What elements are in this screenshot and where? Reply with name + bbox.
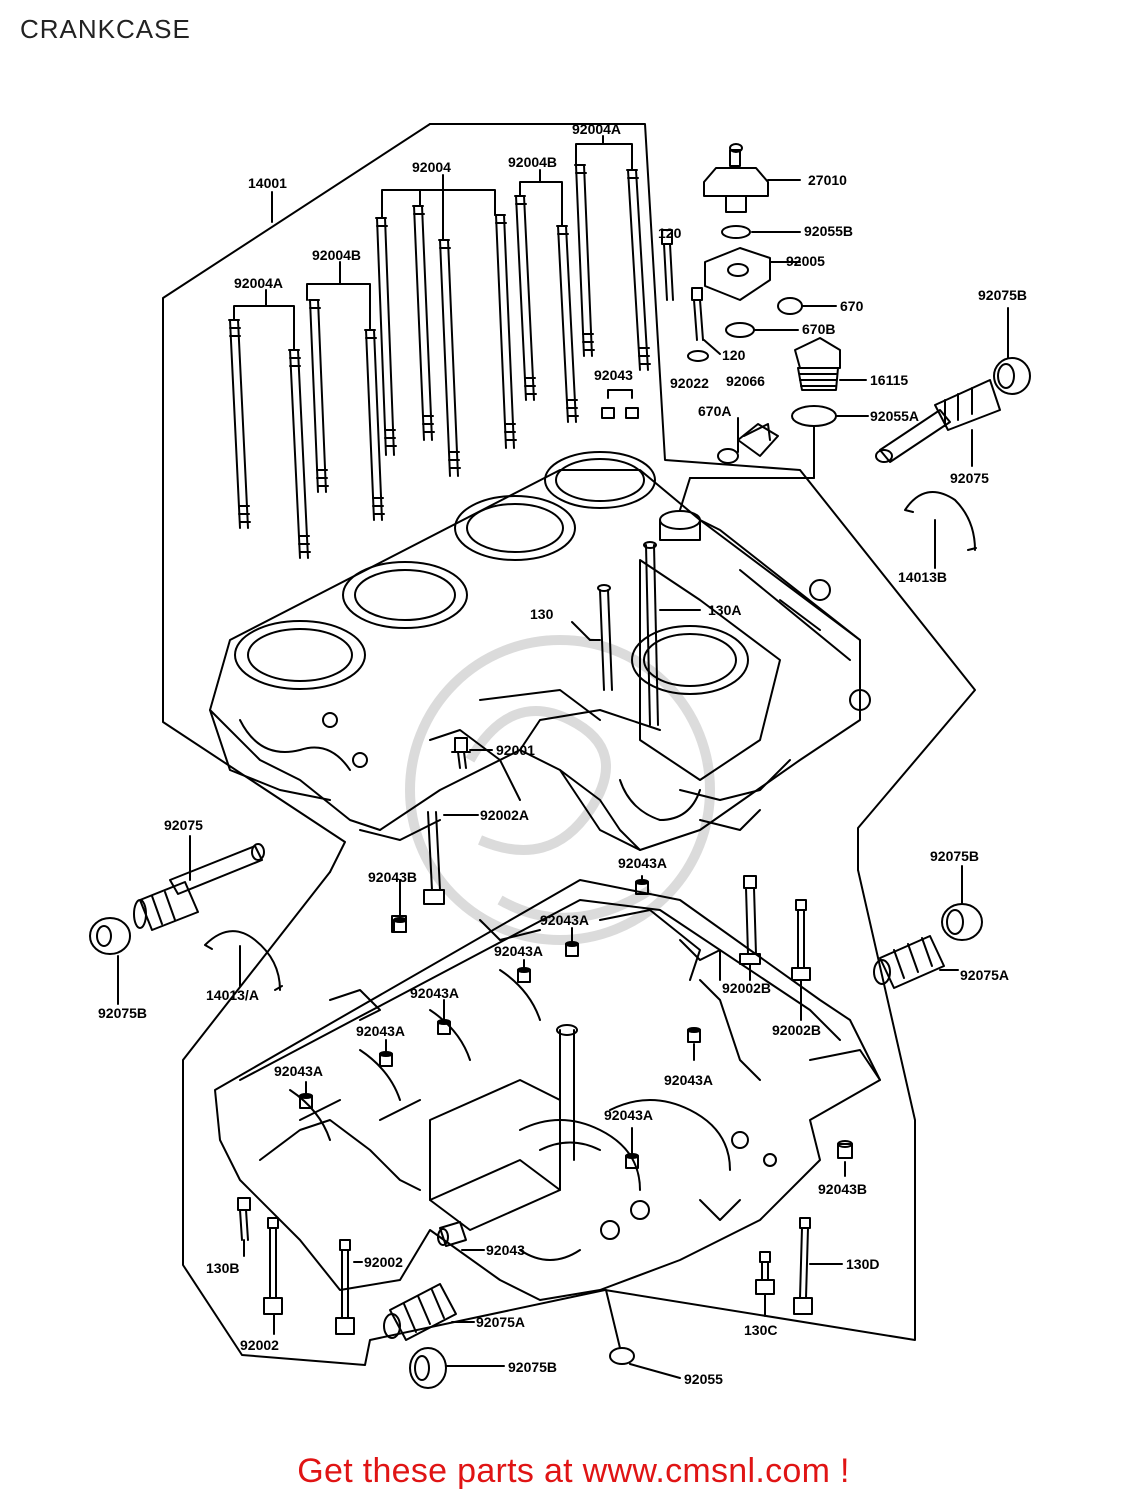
upper-case-boundary-left	[162, 123, 431, 873]
roller-92075B-left	[89, 917, 131, 1005]
label-92066: 92066	[726, 373, 765, 389]
label-92075B: 92075B	[978, 287, 1027, 303]
shaft-92075-top	[875, 379, 1001, 467]
label-92043: 92043	[594, 367, 633, 383]
label-92001: 92001	[496, 742, 535, 758]
page-title: CRANKCASE	[20, 14, 191, 44]
label-92043A: 92043A	[274, 1063, 323, 1079]
label-92002: 92002	[240, 1337, 279, 1353]
label-92004B: 92004B	[312, 247, 361, 263]
label-130: 130	[530, 606, 554, 622]
dowel-92043-bottom	[437, 1221, 485, 1251]
label-92043A: 92043A	[540, 912, 589, 928]
roller-92075B-right	[941, 865, 983, 941]
watermark-logo	[405, 635, 715, 945]
label-670B: 670B	[802, 321, 835, 337]
label-92043: 92043	[486, 1242, 525, 1258]
bolt-130D	[793, 1217, 843, 1315]
label-92043A: 92043A	[410, 985, 459, 1001]
clip-14013B	[904, 491, 977, 551]
label-14001: 14001	[248, 175, 287, 191]
label-92055: 92055	[684, 1371, 723, 1387]
gear-92075A-right	[873, 935, 959, 989]
part-labels: 14001 92004 92004B 92004A 92004B 92004A …	[98, 121, 1027, 1387]
bolts-92002B	[739, 875, 811, 1021]
crankcase-exploded-diagram: 14001 92004 92004B 92004A 92004B 92004A …	[89, 121, 1031, 1389]
label-92055A: 92055A	[870, 408, 919, 424]
label-92075B: 92075B	[508, 1359, 557, 1375]
label-92005: 92005	[786, 253, 825, 269]
label-92043B: 92043B	[368, 869, 417, 885]
label-92075A: 92075A	[476, 1314, 525, 1330]
shaft-92075-left	[133, 835, 265, 931]
bolt-92002-left	[263, 1217, 283, 1335]
upper-crankcase-body	[209, 451, 871, 851]
label-92055B: 92055B	[804, 223, 853, 239]
label-16115: 16115	[870, 372, 908, 388]
washer-92055	[609, 1347, 681, 1379]
label-92075B: 92075B	[98, 1005, 147, 1021]
label-92043A: 92043A	[356, 1023, 405, 1039]
label-120: 120	[658, 225, 682, 241]
label-130B: 130B	[206, 1260, 239, 1276]
label-92022: 92022	[670, 375, 709, 391]
bolt-130B	[237, 1197, 251, 1257]
lower-case-boundary	[182, 869, 916, 1366]
label-130D: 130D	[846, 1256, 879, 1272]
oil-filler-cap-16115	[794, 337, 867, 391]
label-92043B: 92043B	[818, 1181, 867, 1197]
label-92004B: 92004B	[508, 154, 557, 170]
label-92043A: 92043A	[604, 1107, 653, 1123]
label-92075B: 92075B	[930, 848, 979, 864]
label-14013B: 14013B	[898, 569, 947, 585]
footer-link[interactable]: Get these parts at www.cmsnl.com !	[297, 1452, 850, 1490]
roller-92075B-top	[993, 307, 1031, 395]
stud-bolts-92004	[228, 164, 651, 559]
label-120: 120	[722, 347, 746, 363]
upper-case-boundary	[429, 123, 976, 871]
label-130C: 130C	[744, 1322, 777, 1338]
oil-pressure-switch-27010	[703, 143, 801, 213]
label-92002A: 92002A	[480, 807, 529, 823]
lower-crankcase-body	[214, 879, 881, 1301]
label-14013A: 14013/A	[206, 987, 259, 1003]
label-130A: 130A	[708, 602, 741, 618]
label-670: 670	[840, 298, 864, 314]
label-92043A: 92043A	[618, 855, 667, 871]
label-92075: 92075	[950, 470, 989, 486]
label-27010: 27010	[808, 172, 847, 188]
label-92002B: 92002B	[722, 980, 771, 996]
bolts-92001-92002A	[423, 737, 493, 905]
bolt-130C	[755, 1251, 775, 1317]
label-92002B: 92002B	[772, 1022, 821, 1038]
label-92075A: 92075A	[960, 967, 1009, 983]
label-92004: 92004	[412, 159, 451, 175]
label-670A: 670A	[698, 403, 731, 419]
roller-92075B-bottom	[409, 1347, 505, 1389]
gear-92075A-bottom	[383, 1283, 475, 1341]
clip-14013A	[204, 930, 283, 991]
label-92075: 92075	[164, 817, 203, 833]
fitting-92005	[704, 247, 801, 301]
bolt-92002-mid	[335, 1239, 363, 1335]
bolts-130	[571, 541, 701, 726]
label-92004A: 92004A	[572, 121, 621, 137]
label-92004A: 92004A	[234, 275, 283, 291]
label-92043A: 92043A	[664, 1072, 713, 1088]
label-92043A: 92043A	[494, 943, 543, 959]
label-92002: 92002	[364, 1254, 403, 1270]
